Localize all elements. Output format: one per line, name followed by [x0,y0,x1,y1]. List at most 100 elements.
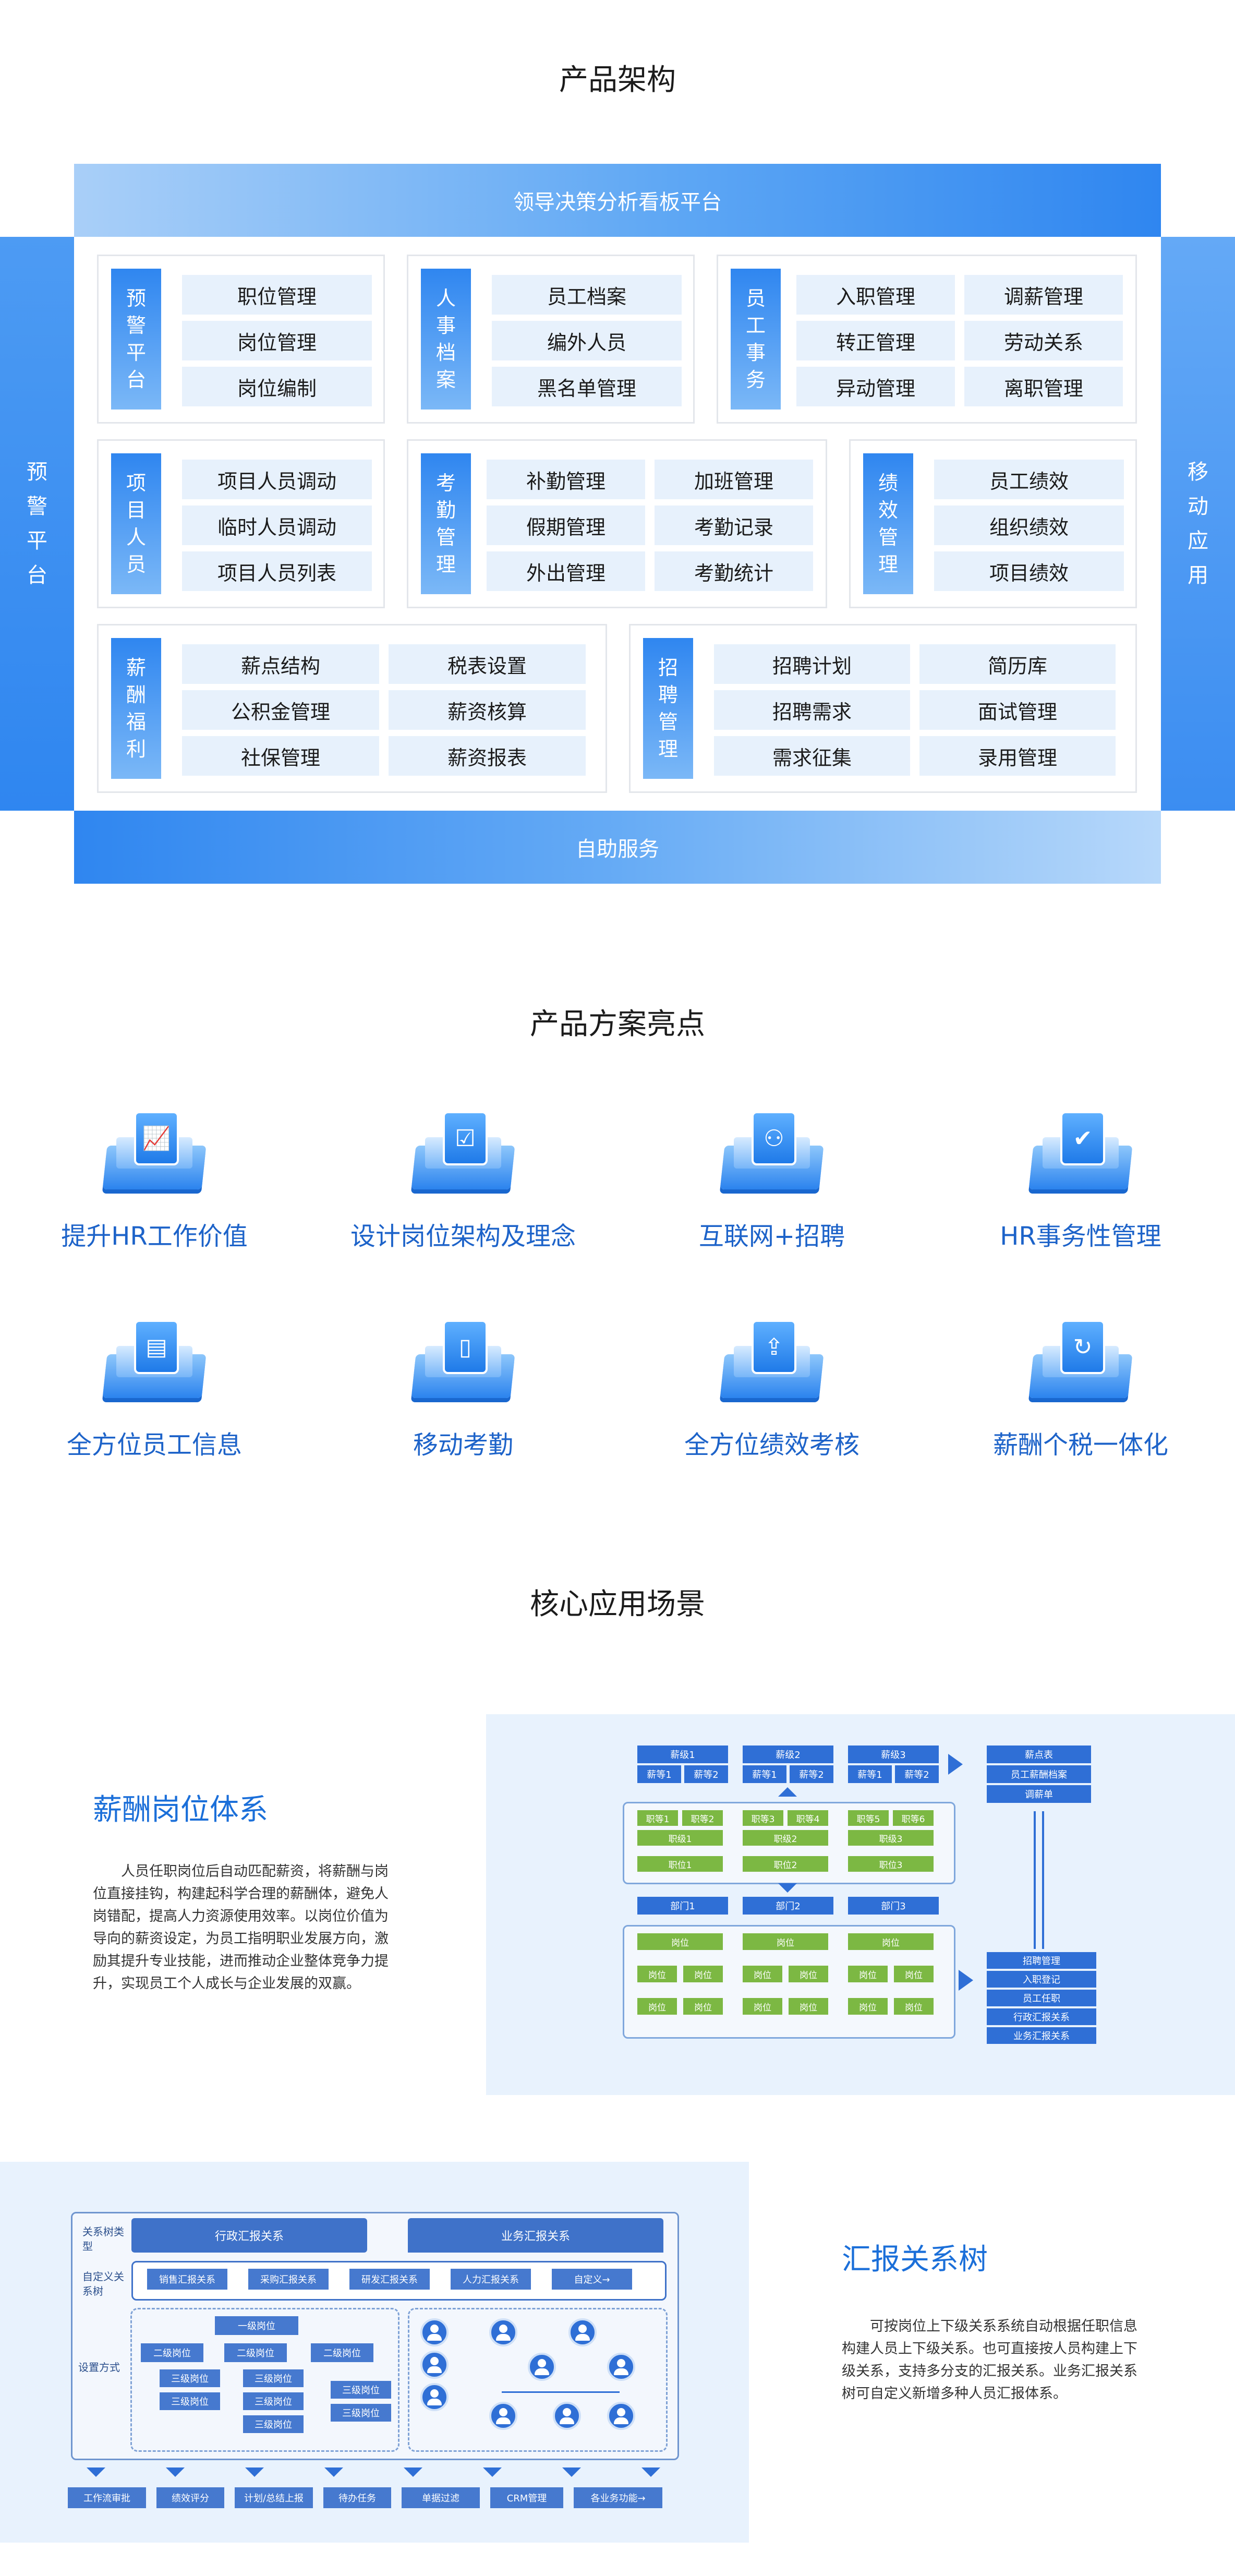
post-l2: 二级岗位 [224,2343,287,2362]
rank-box: 职等3 [743,1810,783,1826]
cell-recruit-4[interactable]: 需求征集 [714,736,910,776]
cell-salary-3[interactable]: 薪资核算 [389,690,586,730]
cell-project-1[interactable]: 临时人员调动 [182,505,372,545]
highlight-mobile-attendance[interactable]: ▯ 移动考勤 [309,1320,618,1461]
action-doc-filter[interactable]: 单据过滤 [402,2487,480,2508]
cell-warning-1[interactable]: 岗位管理 [182,321,372,360]
cell-archive-0[interactable]: 员工档案 [492,275,682,315]
custom-tree-item[interactable]: 研发汇报关系 [349,2269,430,2290]
person-icon [528,2353,556,2381]
action-workflow[interactable]: 工作流审批 [68,2487,146,2508]
cell-performance-0[interactable]: 员工绩效 [934,460,1124,499]
action-plan-report[interactable]: 计划/总结上报 [235,2487,313,2508]
type-business-report[interactable]: 业务汇报关系 [408,2218,663,2253]
action-kpi-score[interactable]: 绩效评分 [156,2487,224,2508]
cell-salary-4[interactable]: 社保管理 [182,736,379,776]
refresh-doc-icon: ↻ [1026,1320,1135,1409]
rank-box: 职等4 [788,1810,828,1826]
right-bottom-box: 行政汇报关系 [987,2008,1096,2025]
highlight-hr-value[interactable]: 📈 提升HR工作价值 [0,1111,309,1252]
down-arrow-icon [404,2467,422,2477]
cell-affairs-5[interactable]: 离职管理 [964,367,1123,406]
post-box: 岗位 [789,1998,828,2015]
cell-salary-5[interactable]: 薪资报表 [389,736,586,776]
cell-performance-1[interactable]: 组织绩效 [934,505,1124,545]
custom-tree-item[interactable]: 销售汇报关系 [147,2269,227,2290]
cell-recruit-2[interactable]: 招聘需求 [714,690,910,730]
person-icon [489,2318,517,2346]
right-side-mobile-app[interactable]: 移动应用 [1161,237,1235,811]
grade-box: 薪级3 [848,1746,939,1763]
job-level-box: 职级1 [637,1830,723,1846]
cell-salary-1[interactable]: 税表设置 [389,644,586,684]
cell-archive-1[interactable]: 编外人员 [492,321,682,360]
cell-attendance-5[interactable]: 考勤统计 [655,551,813,591]
custom-tree-add[interactable]: 自定义→ [552,2269,632,2290]
post-box: 岗位 [637,1998,677,2015]
cell-project-2[interactable]: 项目人员列表 [182,551,372,591]
cell-attendance-0[interactable]: 补勤管理 [487,460,645,499]
cell-performance-2[interactable]: 项目绩效 [934,551,1124,591]
bottom-bar-self-service[interactable]: 自助服务 [74,811,1161,884]
custom-tree-item[interactable]: 采购汇报关系 [248,2269,329,2290]
module-performance-label: 绩效管理 [863,453,913,594]
highlight-label: 全方位绩效考核 [684,1430,859,1460]
post-box: 岗位 [683,1966,723,1982]
cell-recruit-0[interactable]: 招聘计划 [714,644,910,684]
person-icon [420,2318,449,2346]
highlight-label: 互联网+招聘 [698,1222,845,1251]
down-arrow-icon [562,2467,581,2477]
highlight-post-structure[interactable]: ☑ 设计岗位架构及理念 [309,1111,618,1252]
cell-recruit-5[interactable]: 录用管理 [919,736,1116,776]
top-bar-decision-dashboard[interactable]: 领导决策分析看板平台 [74,164,1161,237]
cell-attendance-4[interactable]: 外出管理 [487,551,645,591]
highlight-employee-info[interactable]: ▤ 全方位员工信息 [0,1320,309,1461]
action-business[interactable]: 各业务功能→ [574,2487,662,2508]
left-side-warning-platform[interactable]: 预警平台 [0,237,74,811]
cell-attendance-2[interactable]: 假期管理 [487,505,645,545]
cell-project-0[interactable]: 项目人员调动 [182,460,372,499]
cell-attendance-1[interactable]: 加班管理 [655,460,813,499]
module-archive-label: 人事档案 [421,269,471,410]
post-l3: 三级岗位 [243,2415,304,2433]
highlight-salary-tax[interactable]: ↻ 薪酬个税一体化 [926,1320,1235,1461]
chart-board-icon: 📈 [100,1111,209,1200]
level-box: 薪等2 [684,1765,728,1783]
person-icon [489,2402,517,2430]
action-crm[interactable]: CRM管理 [490,2487,563,2508]
cell-archive-2[interactable]: 黑名单管理 [492,367,682,406]
highlight-performance[interactable]: ⇪ 全方位绩效考核 [618,1320,926,1461]
person-icon [607,2353,635,2381]
down-arrow-icon [166,2467,185,2477]
highlight-internet-recruit[interactable]: ⚇ 互联网+招聘 [618,1111,926,1252]
folder-icon: ▤ [100,1320,209,1409]
module-affairs: 员工事务 入职管理 调薪管理 转正管理 劳动关系 异动管理 离职管理 [717,255,1137,424]
action-todo[interactable]: 待办任务 [323,2487,391,2508]
level-box: 薪等2 [790,1765,833,1783]
type-admin-report[interactable]: 行政汇报关系 [131,2218,367,2253]
post-box: 岗位 [743,1998,782,2015]
cell-salary-2[interactable]: 公积金管理 [182,690,379,730]
salary-post-title: 薪酬岗位体系 [93,1793,268,1827]
cell-warning-2[interactable]: 岗位编制 [182,367,372,406]
row-label-custom: 自定义关系树 [82,2270,124,2297]
cell-warning-0[interactable]: 职位管理 [182,275,372,315]
cell-affairs-3[interactable]: 劳动关系 [964,321,1123,360]
cell-recruit-3[interactable]: 面试管理 [919,690,1116,730]
post-l3: 三级岗位 [331,2381,391,2399]
salary-post-text: 人员任职岗位后自动匹配薪资，将薪酬与岗位直接挂钩，构建起科学合理的薪酬体，避免人… [93,1863,389,1992]
cell-recruit-1[interactable]: 简历库 [919,644,1116,684]
cell-affairs-2[interactable]: 转正管理 [796,321,955,360]
post-l3: 三级岗位 [331,2404,391,2422]
cell-affairs-0[interactable]: 入职管理 [796,275,955,315]
cell-attendance-3[interactable]: 考勤记录 [655,505,813,545]
custom-tree-item[interactable]: 人力汇报关系 [451,2269,531,2290]
cell-affairs-1[interactable]: 调薪管理 [964,275,1123,315]
cell-affairs-4[interactable]: 异动管理 [796,367,955,406]
highlight-hr-affairs[interactable]: ✔ HR事务性管理 [926,1111,1235,1252]
highlight-label: 提升HR工作价值 [61,1222,248,1251]
right-bottom-box: 招聘管理 [987,1952,1096,1969]
post-box: 岗位 [894,1998,934,2015]
cell-salary-0[interactable]: 薪点结构 [182,644,379,684]
level-box: 薪等1 [637,1765,681,1783]
